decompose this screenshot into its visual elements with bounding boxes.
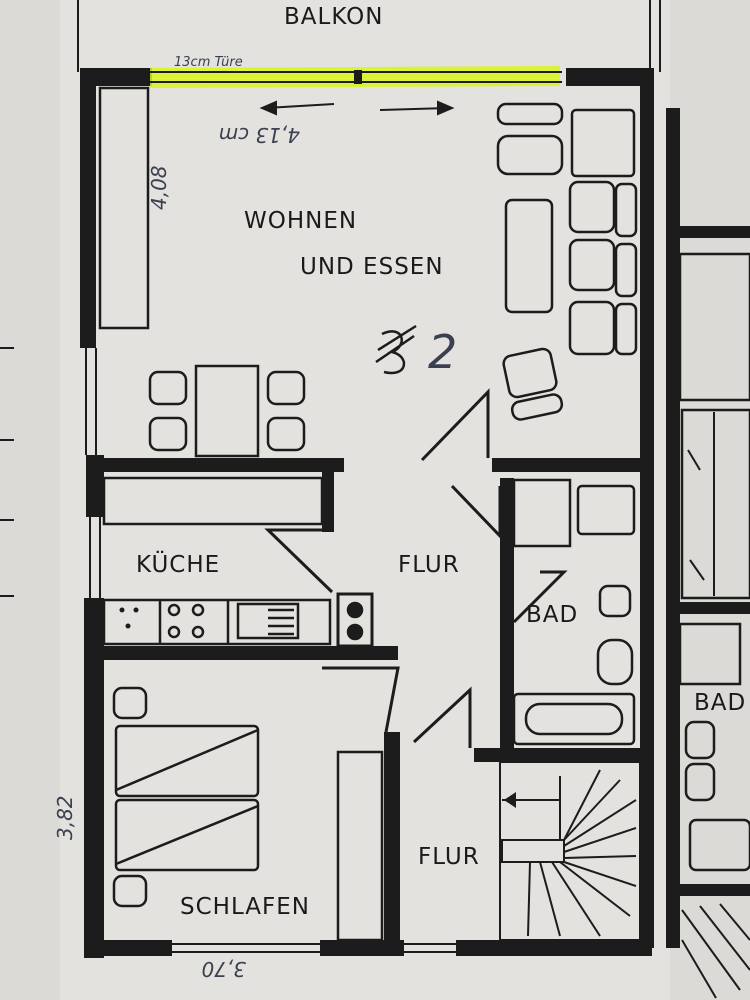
living-label-line2: UND ESSEN	[300, 254, 444, 280]
interior-walls	[96, 458, 644, 956]
sink-symbol	[119, 607, 139, 629]
living-label-line1: WOHNEN	[244, 208, 357, 234]
bottom-windows	[172, 943, 456, 953]
hall-label-lower: FLUR	[418, 844, 480, 870]
unit-number: 2	[428, 325, 457, 379]
width-arrows	[259, 100, 455, 116]
outer-walls	[80, 68, 654, 958]
neighbour-bath-label: BAD	[694, 690, 746, 716]
balcony	[77, 0, 661, 72]
neighbour-unit	[666, 108, 750, 999]
door-note: 13cm Türe	[174, 55, 243, 70]
bed	[112, 686, 384, 942]
door-swings	[264, 388, 568, 748]
bath-fixtures	[512, 478, 636, 746]
bottom-dimension: 3,70	[201, 957, 246, 981]
balcony-label: BALKON	[284, 4, 383, 30]
unit-scribble	[375, 324, 417, 375]
side-dimension: 3,82	[53, 795, 77, 840]
bath-label: BAD	[526, 602, 578, 628]
bedroom-label: SCHLAFEN	[180, 894, 310, 920]
stair-arrow-icon	[504, 792, 516, 808]
staircase	[499, 761, 641, 941]
kitchen-furniture	[102, 476, 374, 648]
balcony-door	[150, 70, 562, 84]
left-window	[85, 348, 101, 598]
living-furniture	[98, 86, 638, 458]
kitchen-label: KÜCHE	[136, 550, 220, 578]
width-note: 4,13 cm	[219, 123, 300, 147]
margin-ticks	[0, 347, 14, 597]
hall-label-upper: FLUR	[398, 552, 460, 578]
height-note: 4,08	[147, 165, 171, 210]
